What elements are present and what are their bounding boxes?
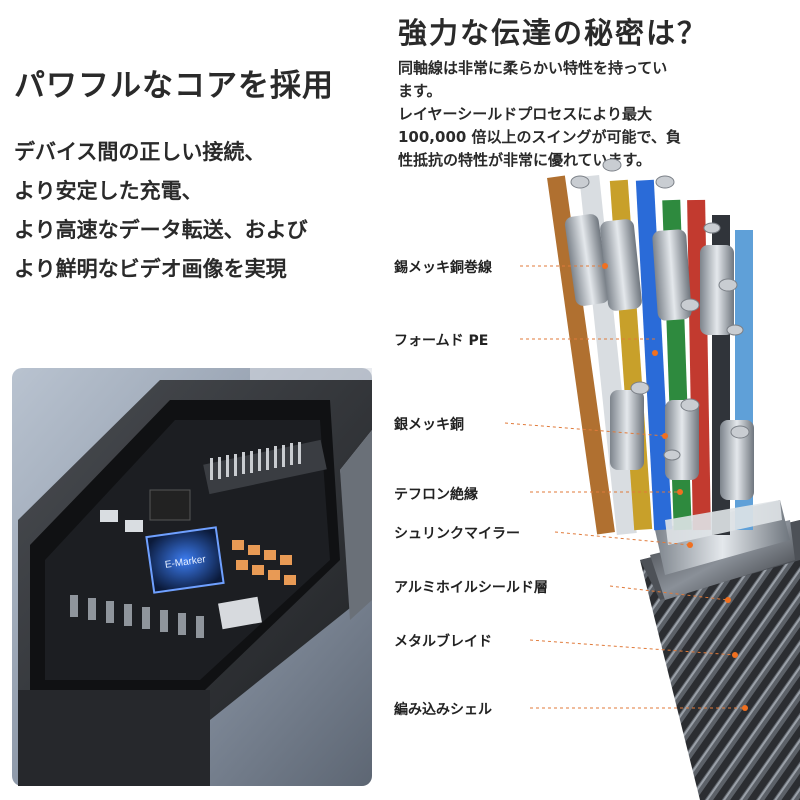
label-silver-copper: 銀メッキ銅 — [394, 417, 464, 433]
connector-photo: E-Marker — [12, 368, 372, 786]
left-line-2: より安定した充電、 — [14, 179, 203, 203]
right-para-line-1: 同軸線は非常に柔らかい特性を持ってい — [398, 59, 668, 77]
leader-lines — [504, 265, 745, 709]
right-para-line-5: 性抵抗の特性が非常に優れています。 — [398, 151, 652, 169]
emarker-chip: E-Marker — [145, 526, 225, 594]
label-metal-braid: メタルブレイド — [394, 634, 492, 650]
right-para-line-2: ます。 — [398, 82, 442, 100]
left-line-1: デバイス間の正しい接続、 — [14, 140, 266, 164]
left-heading: パワフルなコアを採用 — [14, 68, 334, 104]
label-aluminum-foil: アルミホイルシールド層 — [394, 580, 548, 596]
right-heading: 強力な伝達の秘密は？ — [398, 16, 709, 50]
label-braided-shell: 編み込みシェル — [394, 702, 492, 718]
right-para-line-4: 100,000 倍以上のスイングが可能で、負 — [398, 128, 681, 146]
label-tinned-copper: 錫メッキ銅巻線 — [394, 260, 492, 276]
cable-cutaway — [547, 158, 800, 800]
right-description: 同軸線は非常に柔らかい特性を持ってい ます。 レイヤーシールドプロセスにより最大… — [398, 57, 768, 172]
left-line-3: より高速なデータ転送、および — [14, 218, 308, 242]
chip-pads — [232, 540, 296, 585]
right-para-line-3: レイヤーシールドプロセスにより最大 — [398, 105, 652, 123]
label-teflon: テフロン絶縁 — [394, 487, 478, 503]
leader-dots — [602, 263, 748, 711]
label-mylar: シュリンクマイラー — [394, 526, 520, 542]
label-foamed-pe: フォームド PE — [394, 333, 489, 349]
left-description: デバイス間の正しい接続、 より安定した充電、 より高速なデータ転送、および より… — [14, 133, 308, 289]
inner-conductors — [547, 158, 782, 545]
left-line-4: より鮮明なビデオ画像を実現 — [14, 257, 287, 281]
